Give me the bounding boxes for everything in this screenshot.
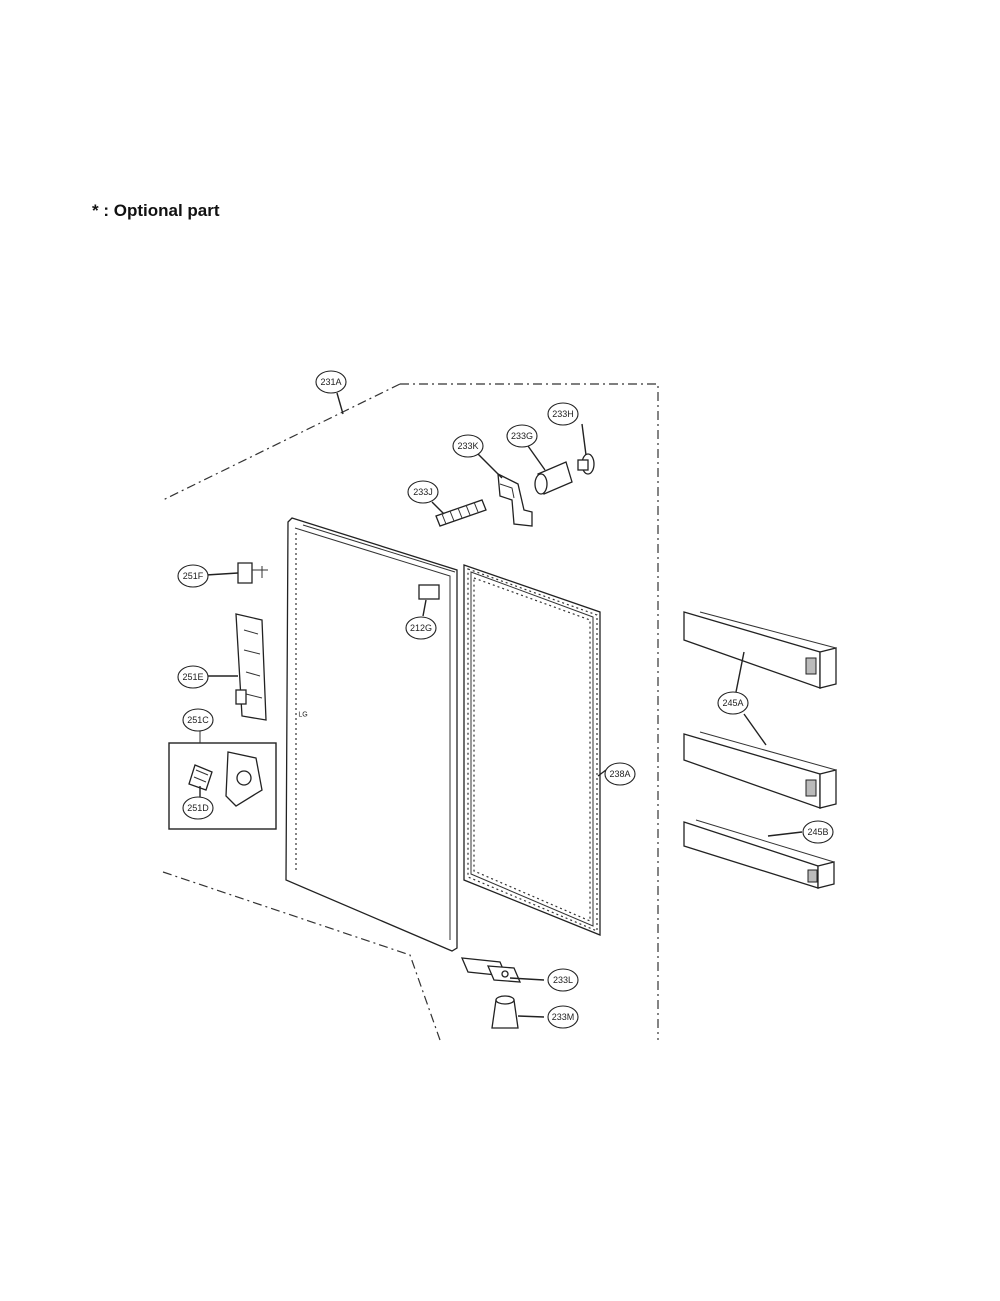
svg-text:251D: 251D	[187, 803, 209, 813]
svg-text:LG: LG	[298, 712, 307, 719]
svg-text:233K: 233K	[457, 441, 478, 451]
bottom-cap-part	[491, 995, 519, 1029]
callout-245b: 245B	[802, 820, 834, 844]
optional-kit-box	[168, 731, 277, 830]
callout-251f: 251F	[177, 564, 209, 588]
svg-text:231A: 231A	[320, 377, 341, 387]
svg-text:251C: 251C	[187, 715, 209, 725]
callout-251c: 251C	[182, 708, 214, 732]
callout-233m: 233M	[547, 1005, 579, 1029]
callout-233j: 233J	[407, 480, 439, 504]
svg-text:212G: 212G	[410, 623, 432, 633]
bracket-251f-part	[237, 562, 268, 584]
door-bin-middle	[683, 731, 837, 809]
callout-251d: 251D	[182, 796, 214, 820]
leader-lines	[199, 392, 803, 1018]
callout-212g: 212G	[405, 616, 437, 640]
assembly-boundary	[162, 383, 659, 1041]
svg-text:233L: 233L	[553, 975, 573, 985]
callout-233l: 233L	[547, 968, 579, 992]
cap-part	[534, 461, 573, 495]
callout-231a: 231A	[315, 370, 347, 394]
svg-text:233M: 233M	[552, 1012, 575, 1022]
callout-233h: 233H	[547, 402, 579, 426]
bottom-hinge-part	[460, 957, 522, 983]
svg-text:233G: 233G	[511, 431, 533, 441]
door-bin-lower	[683, 819, 835, 889]
pin-part	[577, 453, 595, 475]
svg-text:251F: 251F	[183, 571, 204, 581]
hinge-bracket-part	[497, 472, 533, 527]
callout-245a: 245A	[717, 691, 749, 715]
door-gasket	[463, 564, 601, 936]
door-panel: LG	[285, 517, 458, 952]
svg-text:251E: 251E	[182, 672, 203, 682]
door-bin-upper	[683, 611, 837, 689]
svg-text:245B: 245B	[807, 827, 828, 837]
callout-233k: 233K	[452, 434, 484, 458]
callout-238a: 238A	[604, 762, 636, 786]
svg-text:233J: 233J	[413, 487, 433, 497]
optional-part-note: * : Optional part	[92, 201, 220, 220]
callout-251e: 251E	[177, 665, 209, 689]
svg-text:245A: 245A	[722, 698, 743, 708]
bracket-251e-part	[235, 613, 267, 721]
spring-part	[435, 499, 487, 527]
svg-text:233H: 233H	[552, 409, 574, 419]
callout-233g: 233G	[506, 424, 538, 448]
svg-text:238A: 238A	[609, 769, 630, 779]
